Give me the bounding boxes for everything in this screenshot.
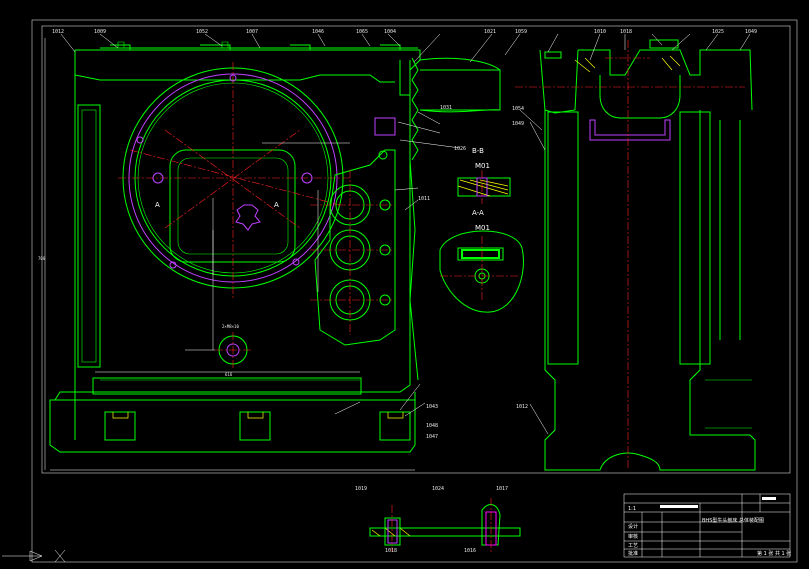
- callout-bot-5: 1043: [426, 404, 438, 410]
- title-block-row-0: 设计: [628, 523, 638, 530]
- bottom-detail-view: [369, 498, 521, 552]
- callout-mid-3: 1026: [454, 146, 466, 152]
- callout-mid-2: 1031: [440, 105, 452, 111]
- main-ring-gear: [118, 62, 350, 300]
- main-view-dimensions: [44, 38, 415, 471]
- callout-8: 1059: [515, 29, 527, 35]
- title-block-row-2: 工艺: [628, 543, 638, 549]
- dim-height: 700: [38, 256, 46, 261]
- main-view-housing: [49, 41, 421, 453]
- callout-0: 1012: [52, 29, 64, 35]
- callout-6: 1004: [384, 29, 396, 35]
- callout-bot-6: 1047: [426, 434, 438, 440]
- section-marker-a-right: A: [274, 201, 279, 209]
- title-block-title: BHS型牛头刨床 总体装配图: [702, 517, 764, 524]
- callout-1: 1009: [94, 29, 106, 35]
- callout-11: 1025: [712, 29, 724, 35]
- callout-9: 1010: [594, 29, 606, 35]
- side-view-column: [515, 39, 756, 471]
- callout-mid-4: 1011: [418, 196, 430, 202]
- section-view-aa: [439, 230, 524, 313]
- callouts-mid: 1054 1049 1031 1026 1011 1012: [418, 105, 528, 410]
- callout-mid-1: 1049: [512, 121, 524, 127]
- callout-bot-2: 1017: [496, 486, 508, 492]
- view-label-1: M01: [475, 162, 490, 170]
- callout-2: 1052: [196, 29, 208, 35]
- detail-circle-hole: [185, 230, 252, 368]
- main-view-right-edge: [374, 57, 501, 381]
- callout-bot-3: 1018: [385, 548, 397, 554]
- callout-bot-4: 1016: [464, 548, 476, 554]
- callout-5: 1065: [356, 29, 368, 35]
- title-block-row-1: 审核: [628, 533, 638, 540]
- section-label-bb: B-B: [472, 147, 484, 155]
- dim-width: 616: [225, 372, 233, 377]
- callout-bot-1: 1024: [432, 486, 444, 492]
- callouts-top: 1012 1009 1052 1007 1046 1065 1004 1021 …: [52, 29, 757, 35]
- section-view-bb: [457, 170, 511, 204]
- gear-cluster: [310, 149, 396, 346]
- drawing-frame: [31, 19, 798, 563]
- section-marker-a-left: A: [155, 201, 160, 209]
- callout-4: 1046: [312, 29, 324, 35]
- callout-bot-0: 1019: [355, 486, 367, 492]
- callout-mid-0: 1054: [512, 106, 524, 112]
- callout-12: 1049: [745, 29, 757, 35]
- view-labels: B-B M01 A-A M01 A A 616 700 2×M8×10: [38, 147, 490, 377]
- hole-note: 2×M8×10: [222, 324, 239, 329]
- leader-lines: [60, 33, 751, 435]
- title-block: 1:1 BHS型牛头刨床 总体装配图 第 1 张 共 1 张 设计 审核 工艺 …: [623, 493, 791, 558]
- callout-bot-7: 1048: [426, 423, 438, 429]
- title-block-row-3: 批准: [628, 550, 638, 557]
- title-block-sheet: 第 1 张 共 1 张: [757, 550, 791, 557]
- callout-3: 1007: [246, 29, 258, 35]
- section-label-aa: A-A: [472, 209, 484, 217]
- callouts-bottom: 1019 1024 1017 1018 1016 1043 1047 1048: [355, 404, 508, 554]
- ucs-axis-icon: [2, 549, 66, 563]
- callout-mid-5: 1012: [516, 404, 528, 410]
- title-block-scale: 1:1: [628, 506, 636, 512]
- callout-7: 1021: [484, 29, 496, 35]
- view-label-2: M01: [475, 224, 490, 232]
- callout-10: 1018: [620, 29, 632, 35]
